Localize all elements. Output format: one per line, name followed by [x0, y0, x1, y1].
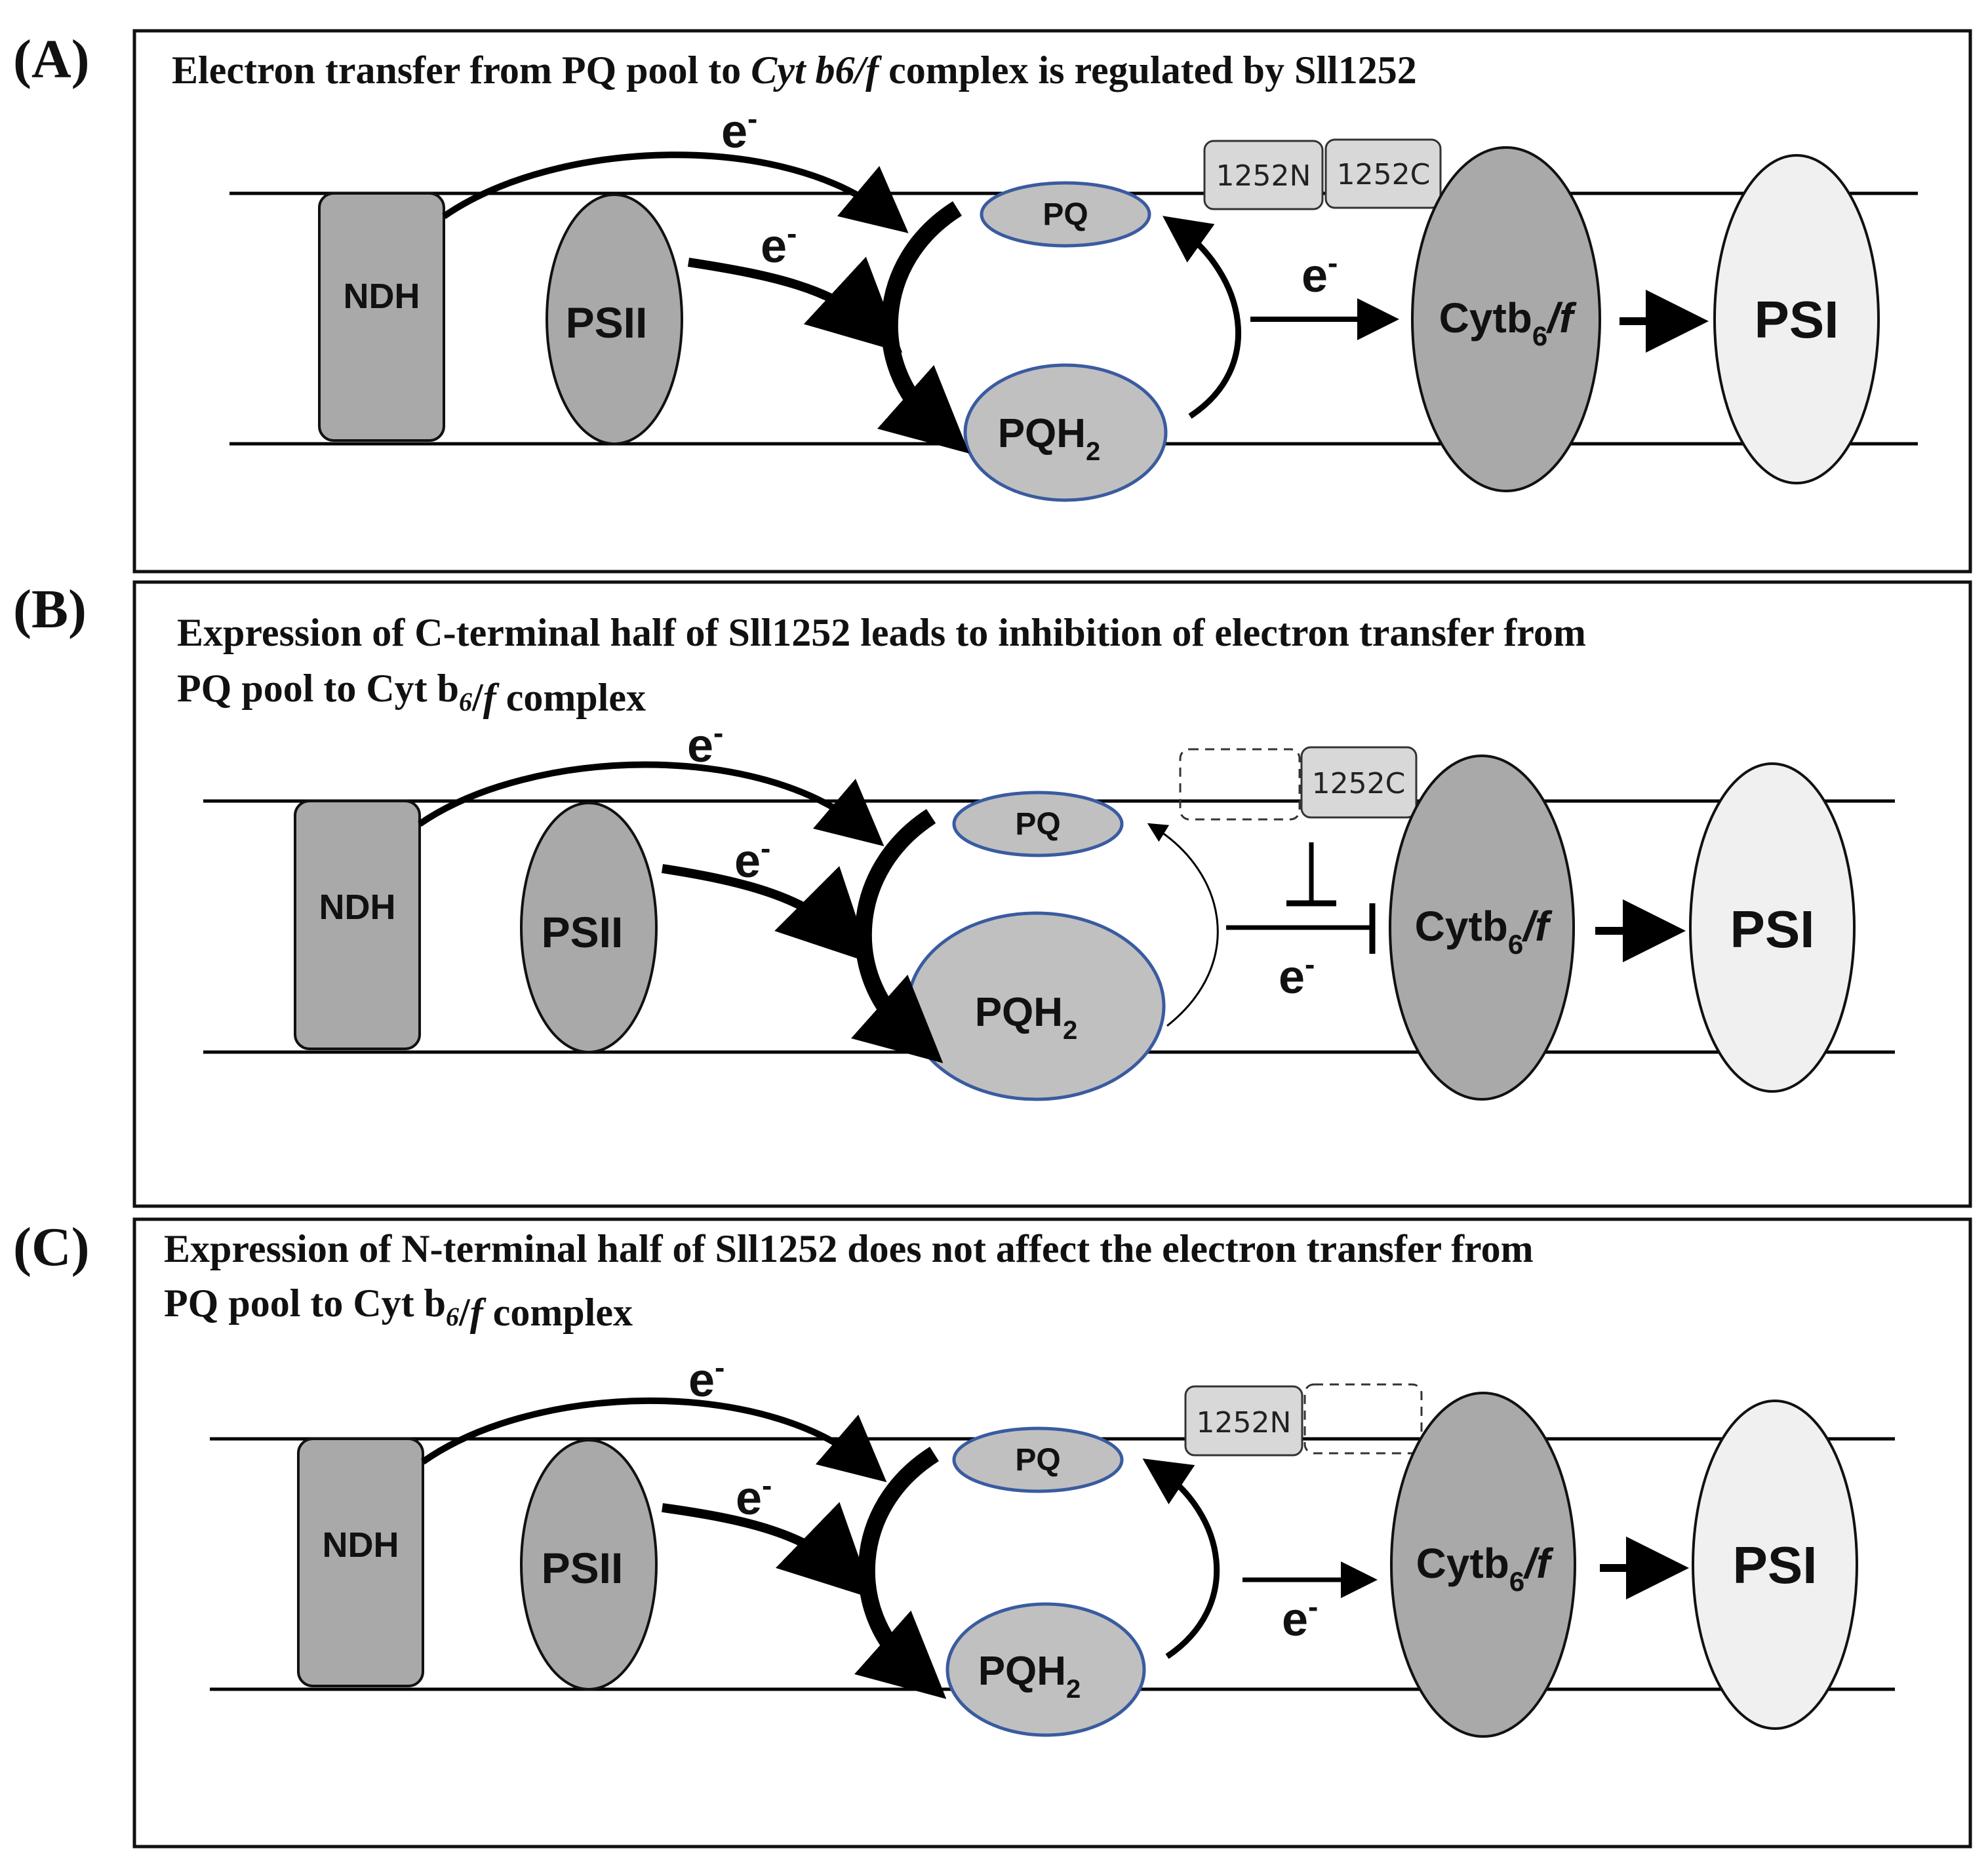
psii-to-pq-arrow: [662, 1502, 874, 1599]
electron-label: e-: [688, 1350, 725, 1407]
ndh-complex: NDH: [294, 800, 421, 1050]
pqh2-label: PQH2: [998, 411, 1101, 466]
ndh-to-pq-arrow: [421, 1397, 887, 1483]
cytb6f-complex: Cytb6/f: [1389, 754, 1575, 1101]
psi-label: PSI: [1733, 1536, 1818, 1594]
psii-complex: PSII: [546, 193, 683, 445]
ndh-complex: NDH: [297, 1438, 424, 1687]
panel-letter: (C): [13, 1217, 90, 1278]
pqh2-label: PQH2: [975, 990, 1078, 1045]
cytb6f-complex: Cytb6/f: [1411, 146, 1601, 492]
pqh2-molecule: PQH2: [963, 363, 1168, 502]
sll1252-c-domain: 1252C: [1324, 138, 1442, 209]
psi-complex: PSI: [1692, 1400, 1858, 1730]
box-c-label: 1252C: [1312, 767, 1406, 800]
electron-label: e-: [1302, 246, 1338, 302]
sll1252-n-domain: 1252N: [1184, 1385, 1303, 1457]
panel-letter: (B): [13, 579, 87, 640]
missing-n-domain-placeholder: [1179, 748, 1301, 821]
pqh2-oxidation-arrow: [1147, 823, 1219, 1027]
cytb6f-complex: Cytb6/f: [1390, 1392, 1576, 1738]
panel-c: (C) Expression of N-terminal half of Sll…: [13, 1217, 1972, 1849]
psii-label: PSII: [542, 908, 624, 956]
pq-molecule: PQ: [952, 791, 1124, 857]
pq-label: PQ: [1043, 197, 1088, 232]
psi-label: PSI: [1730, 900, 1815, 958]
panel-caption: Expression of C-terminal half of Sll1252…: [177, 611, 1586, 654]
ndh-complex: NDH: [318, 192, 445, 442]
psi-label: PSI: [1755, 290, 1839, 349]
pq-reduction-arrow: [850, 809, 944, 1063]
psii-label: PSII: [566, 298, 648, 347]
panel-caption: PQ pool to Cyt b6/f complex: [164, 1282, 633, 1334]
panel-frame: [132, 29, 1972, 574]
panel-frame: [132, 580, 1972, 1208]
pq-reduction-arrow: [877, 201, 970, 454]
panel-caption: Electron transfer from PQ pool to Cyt b6…: [172, 49, 1417, 92]
electron-label: e-: [721, 102, 757, 158]
ndh-to-pq-arrow: [442, 151, 909, 233]
pq-molecule: PQ: [980, 181, 1151, 248]
electron-label: e-: [1279, 947, 1315, 1004]
box-n-label: 1252N: [1216, 159, 1311, 193]
psii-complex: PSII: [520, 1439, 658, 1691]
ndh-label: NDH: [319, 888, 396, 927]
pq-reduction-arrow: [854, 1447, 947, 1699]
electron-label: e-: [1282, 1590, 1318, 1646]
panel-letter: (A): [13, 29, 90, 90]
panel-frame: [132, 1217, 1972, 1849]
panel-b: (B) Expression of C-terminal half of Sll…: [13, 579, 1972, 1208]
pqh2-oxidation-arrow: [1142, 1459, 1220, 1659]
cytb6f-label: Cytb6/f: [1415, 903, 1553, 960]
sll1252-c-domain: 1252C: [1300, 746, 1418, 819]
cytb6f-label: Cytb6/f: [1416, 1540, 1554, 1597]
electron-label: e-: [687, 716, 723, 772]
cytb6f-label: Cytb6/f: [1439, 294, 1577, 351]
panel-caption: PQ pool to Cyt b6/f complex: [177, 667, 646, 719]
psi-complex: PSI: [1689, 762, 1856, 1093]
psii-to-pq-arrow: [687, 256, 903, 353]
pqh2-label: PQH2: [978, 1649, 1081, 1704]
psii-label: PSII: [542, 1544, 624, 1592]
ndh-label: NDH: [323, 1525, 399, 1565]
psii-complex: PSII: [520, 802, 658, 1053]
electron-label: e-: [761, 216, 797, 273]
box-c-label: 1252C: [1337, 158, 1431, 191]
ndh-label: NDH: [344, 277, 420, 316]
box-n-label: 1252N: [1197, 1406, 1292, 1440]
pq-label: PQ: [1015, 1443, 1060, 1478]
panel-a: (A) Electron transfer from PQ pool to Cy…: [13, 29, 1972, 574]
ndh-to-pq-arrow: [418, 761, 885, 846]
pqh2-molecule: PQH2: [906, 911, 1166, 1101]
missing-c-domain-placeholder: [1303, 1383, 1423, 1455]
pq-label: PQ: [1015, 807, 1060, 842]
electron-label: e-: [734, 831, 770, 888]
pqh2-molecule: PQH2: [945, 1602, 1146, 1737]
psi-complex: PSI: [1713, 154, 1880, 484]
electron-label: e-: [736, 1468, 772, 1525]
sll1252-n-domain: 1252N: [1203, 140, 1324, 210]
pqh2-oxidation-arrow: [1163, 216, 1241, 419]
panel-caption: Expression of N-terminal half of Sll1252…: [164, 1227, 1534, 1270]
psii-to-pq-arrow: [661, 864, 872, 964]
pq-molecule: PQ: [952, 1426, 1124, 1493]
